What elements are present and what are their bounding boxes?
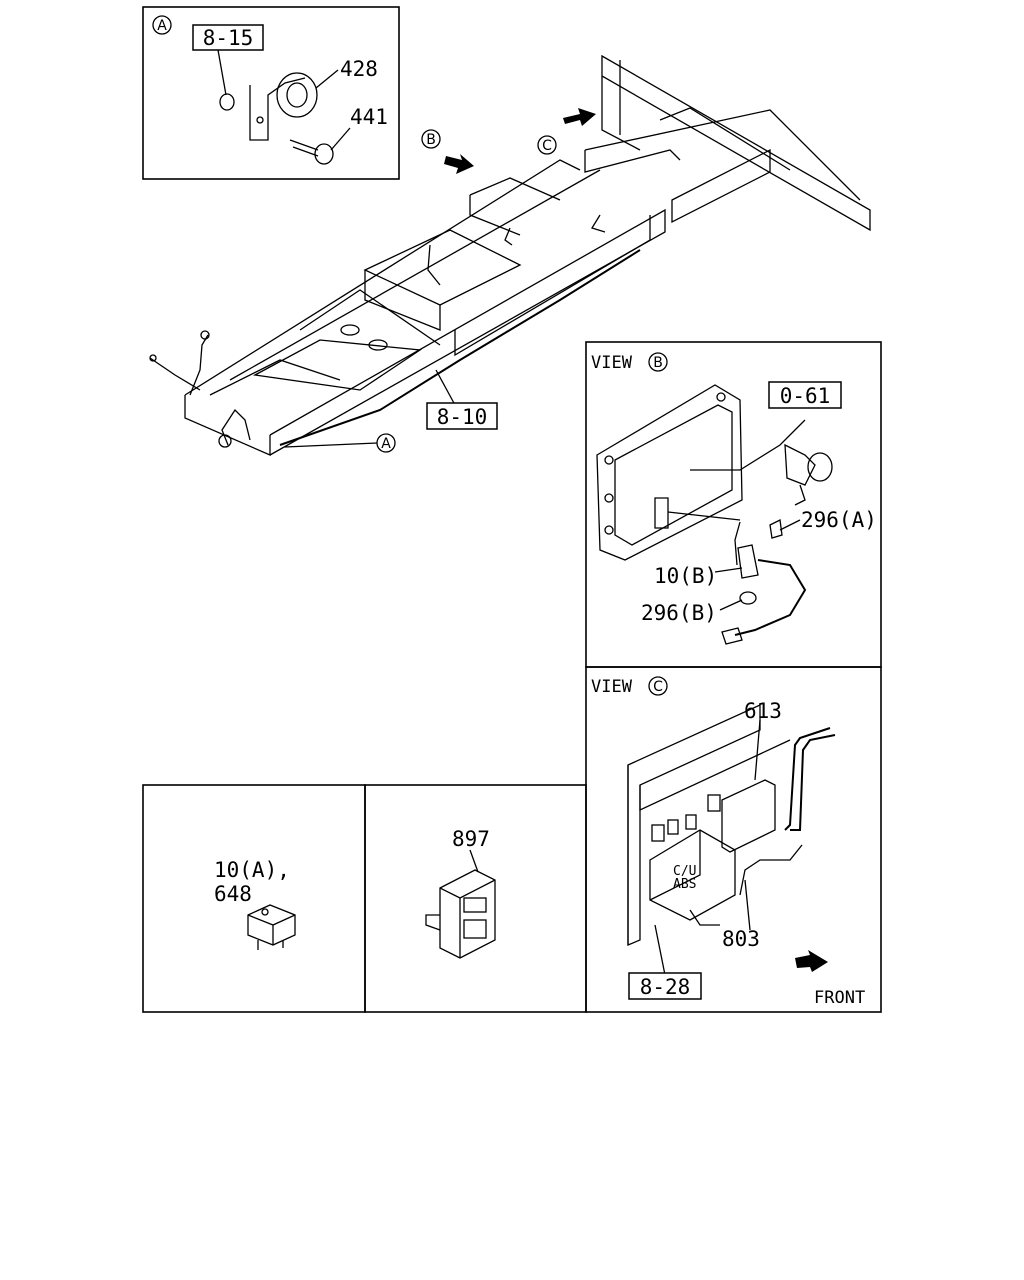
view-b-arrow [444,154,474,174]
ref-8-15: 8-15 [203,26,254,50]
ref-8-28: 8-28 [640,975,691,999]
part-648: 648 [214,882,252,906]
marker-b: B [426,132,436,148]
view-b-marker: B [653,355,663,371]
part-441: 441 [350,105,388,129]
part-428: 428 [340,57,378,81]
marker-c: C [542,138,552,154]
ref-0-61: 0-61 [780,384,831,408]
part-613: 613 [744,699,782,723]
part-10a: 10(A), [214,858,290,882]
view-b-title: VIEW [591,353,633,373]
part-897: 897 [452,827,490,851]
part-10b: 10(B) [654,564,717,588]
view-c-title: VIEW [591,677,633,697]
relay-897-panel: 897 [364,784,587,1013]
module-text-abs: ABS [673,877,696,892]
marker-a-chassis: A [381,436,391,452]
part-296b: 296(B) [641,601,717,625]
front-label: FRONT [814,988,865,1008]
relay-648-panel: 10(A), 648 [142,784,366,1013]
view-b-panel: VIEW B 0-61 296(A) 10(B) 296(B) [585,341,882,668]
detail-a-marker: A [157,18,167,34]
chassis-frame: B C [149,54,871,456]
view-c-arrow [563,108,596,126]
part-296a: 296(A) [801,508,877,532]
part-803: 803 [722,927,760,951]
view-c-marker: C [653,679,663,695]
front-arrow [795,950,828,972]
view-c-panel: VIEW C C/U ABS 613 803 8-28 FRONT [585,666,882,1013]
module-text-cu: C/U [673,864,696,879]
ref-8-10: 8-10 [437,405,488,429]
detail-a-panel: A 8-15 428 441 [142,6,400,180]
